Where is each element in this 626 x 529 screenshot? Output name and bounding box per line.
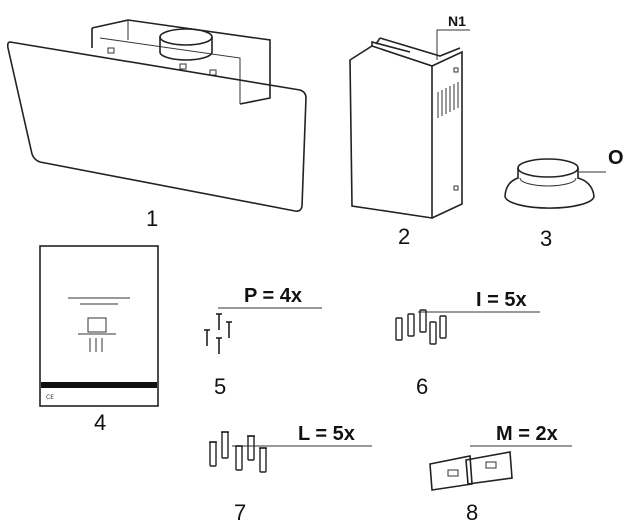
plugs-i-illustration	[395, 309, 540, 345]
item-6-number: 6	[416, 374, 428, 399]
item-2-number: 2	[398, 224, 410, 249]
manual-illustration	[39, 245, 159, 407]
item-3-callout: O	[608, 147, 624, 169]
item-8-callout: M = 2x	[496, 423, 558, 445]
item-1-number: 1	[146, 206, 158, 231]
flange-illustration	[504, 158, 606, 209]
item-5-number: 5	[214, 374, 226, 399]
brackets-m-illustration	[429, 445, 572, 491]
screws-l-illustration	[209, 431, 372, 473]
item-7-number: 7	[234, 500, 246, 525]
item-3-number: 3	[540, 226, 552, 251]
item-8-number: 8	[466, 500, 478, 525]
item-2-callout: N1	[448, 13, 466, 29]
hood-illustration	[6, 19, 307, 212]
item-4-number: 4	[94, 410, 106, 435]
item-6-callout: I = 5x	[476, 289, 527, 311]
manual-ce-mark: CE	[46, 394, 54, 401]
chimney-illustration	[349, 29, 470, 219]
item-5-callout: P = 4x	[244, 285, 302, 307]
item-7-callout: L = 5x	[298, 423, 355, 445]
screws-p-illustration	[204, 307, 322, 354]
